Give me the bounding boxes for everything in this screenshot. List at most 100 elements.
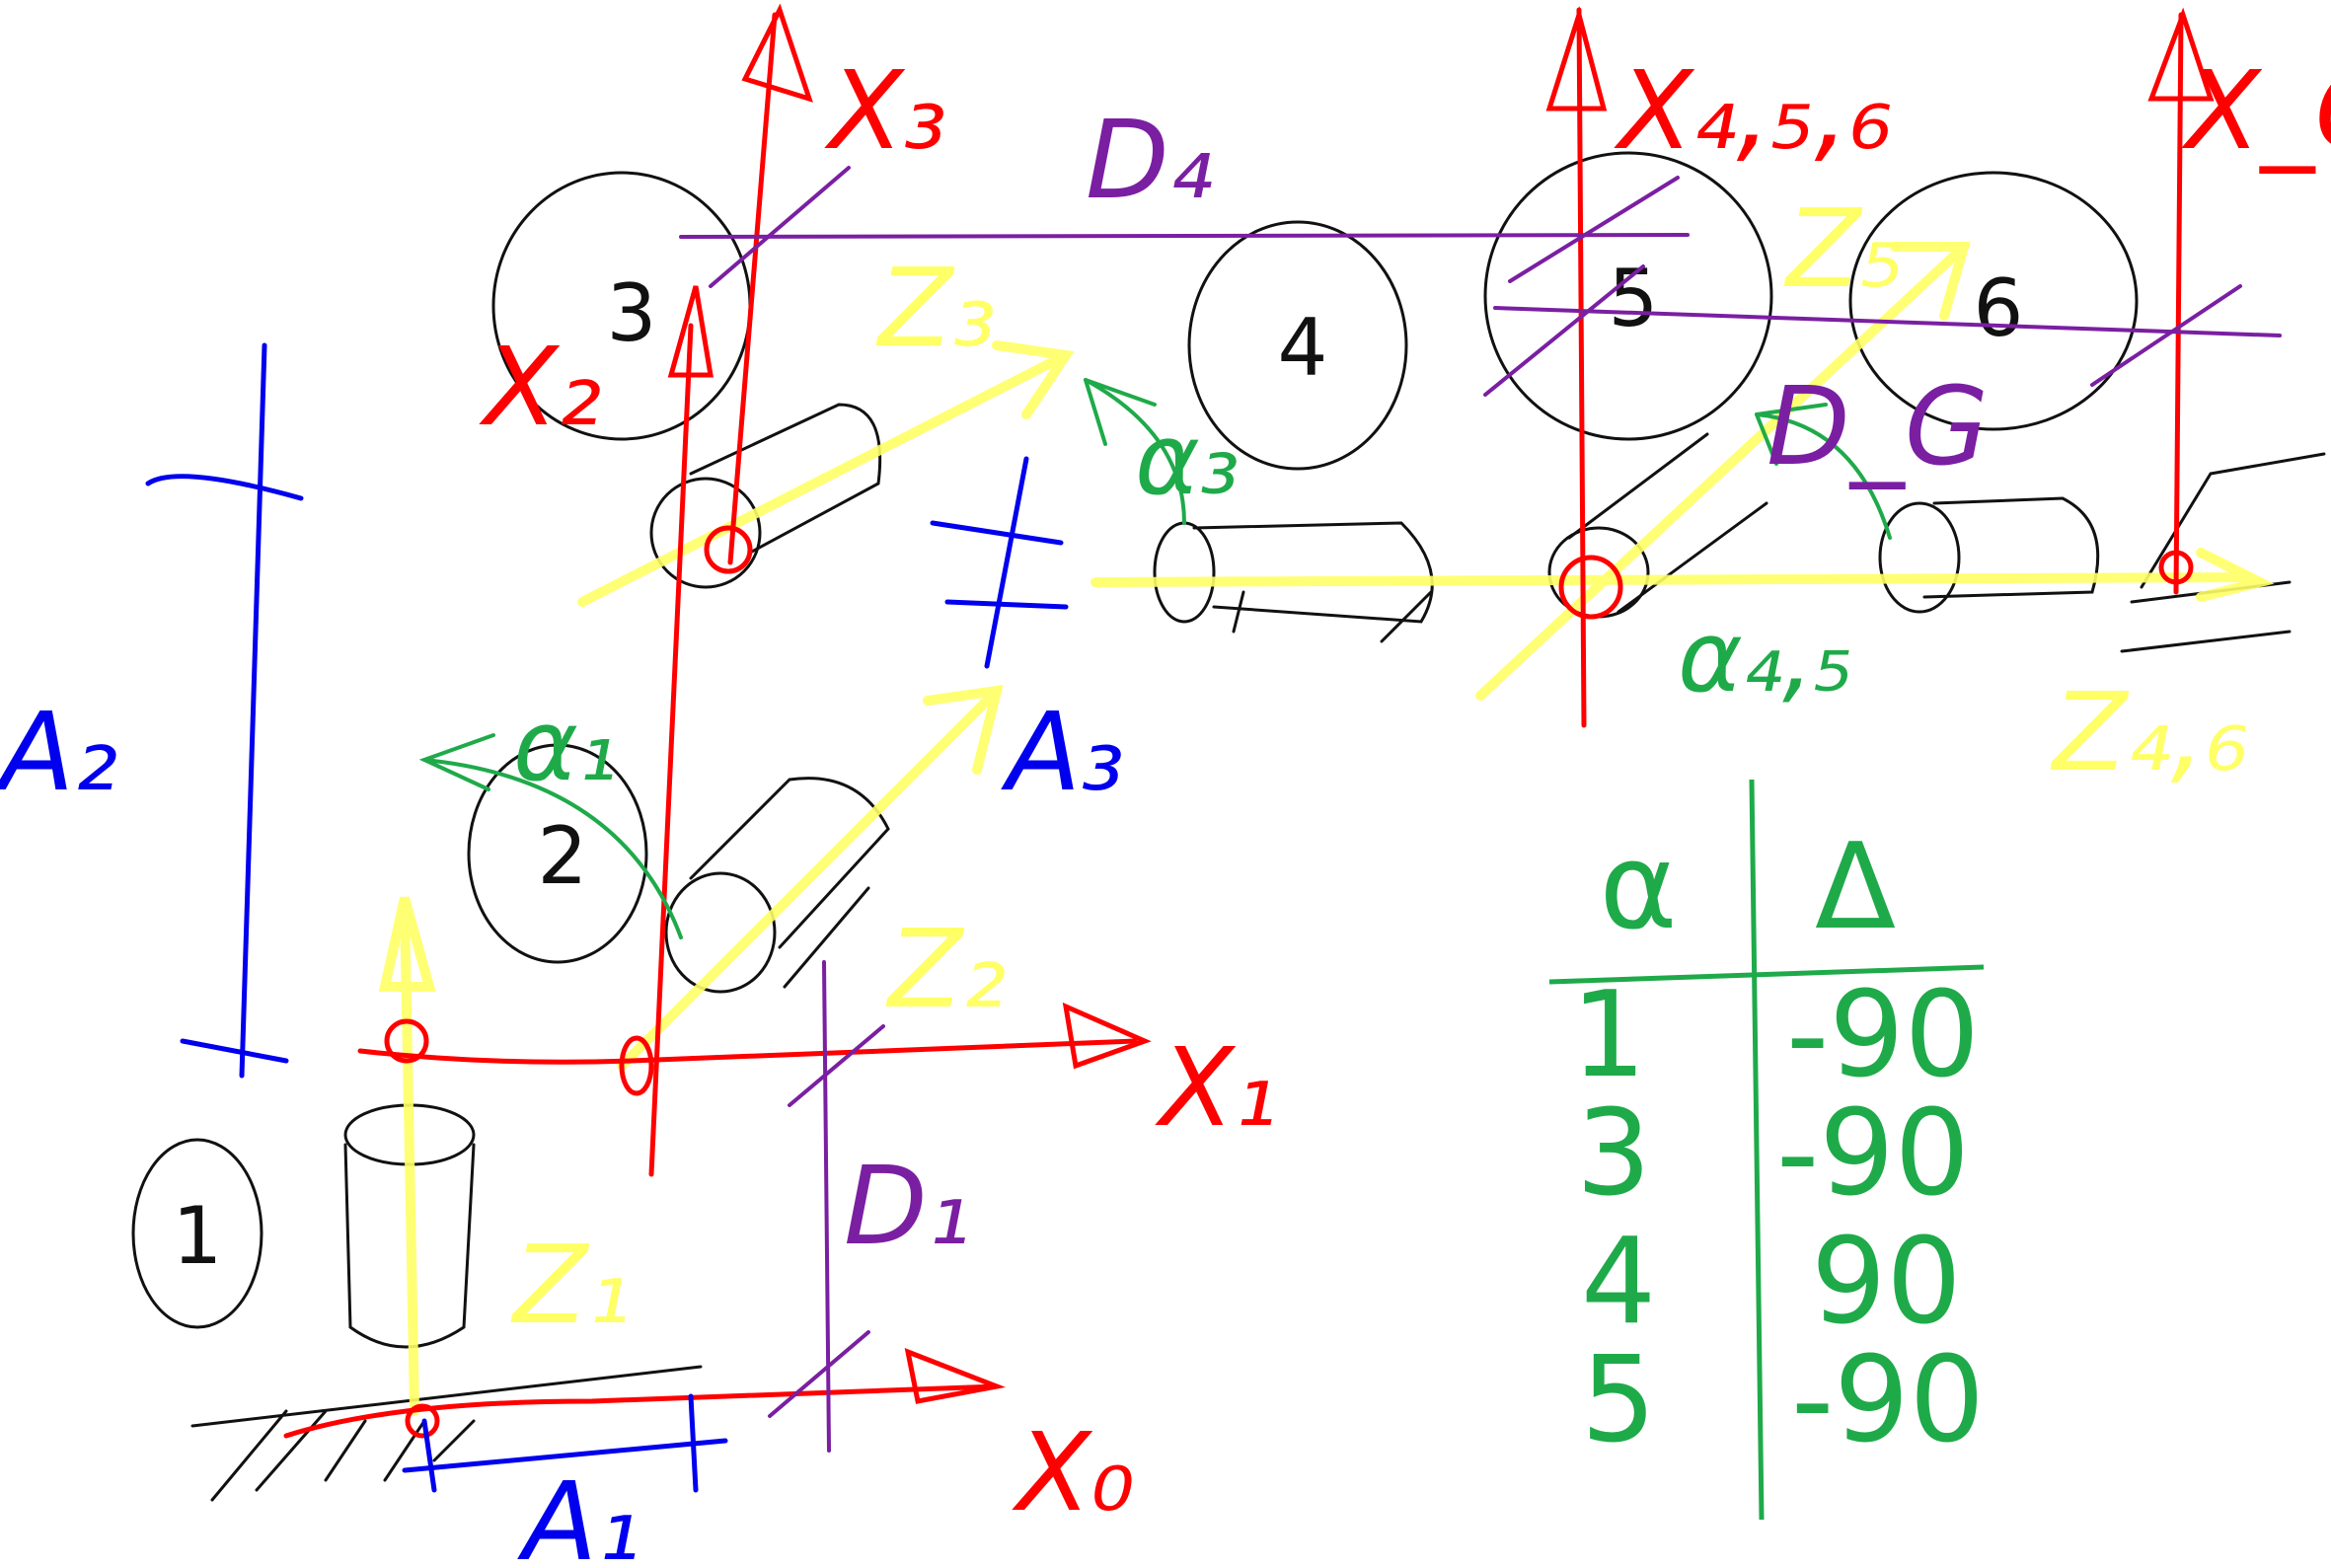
x456-axis <box>1576 7 1587 728</box>
a1-label: A₁ <box>517 1458 640 1568</box>
d1-tick-bottom <box>768 1330 870 1418</box>
gripper-cylinder-end <box>1878 501 1961 614</box>
a3-tick-top <box>930 520 1064 546</box>
a3-label: A₃ <box>1001 689 1124 815</box>
d1-label: D₁ <box>844 1143 971 1269</box>
x3-label: X₃ <box>824 47 946 174</box>
base-ground <box>190 1365 703 1502</box>
xg-arrowhead <box>2147 7 2215 102</box>
link4-cylinder-body <box>1192 521 1434 643</box>
table-row-1-delta: -90 <box>1786 967 1980 1104</box>
a3-line <box>984 456 1029 669</box>
alpha45-arc <box>1755 412 1892 540</box>
joint-1-circle <box>131 1138 263 1329</box>
d4-tick-right <box>1508 176 1680 283</box>
dg-label: D_G <box>1767 363 1989 489</box>
z2-axis <box>617 686 1002 1071</box>
z46-axis <box>1090 572 2255 587</box>
z5-label: Z₅ <box>1783 186 1904 312</box>
joint-4-number: 4 <box>1278 302 1328 394</box>
d-offsets <box>679 166 2282 1453</box>
base-cylinder-body <box>343 1143 476 1349</box>
a-offsets <box>145 342 1069 1493</box>
d1-tick-top <box>788 1024 885 1107</box>
z5-arrowhead <box>1890 242 1971 321</box>
x2-label: X₂ <box>479 324 601 450</box>
d4-tick-left <box>709 166 851 288</box>
joint-1-number: 1 <box>173 1190 223 1282</box>
x0-arrowhead <box>904 1348 1007 1404</box>
table-row-1-alpha: 1 <box>1571 967 1646 1104</box>
alpha3-label: α₃ <box>1135 402 1240 517</box>
x456-arrowhead <box>1545 6 1608 112</box>
origin-456 <box>1558 555 1623 620</box>
origin-3 <box>704 525 753 574</box>
alpha3-arc <box>1084 378 1186 525</box>
alpha3-arrowhead <box>1084 378 1157 446</box>
joint-5-number: 5 <box>1609 253 1659 344</box>
origin-g <box>2158 550 2194 585</box>
x0-axis <box>283 1383 1000 1439</box>
link3-cylinder-end <box>649 477 762 589</box>
z46-label: Z₄,₆ <box>2050 669 2249 795</box>
x1-arrowhead <box>1062 1002 1152 1070</box>
table-header-rule <box>1548 964 1985 985</box>
a2-line <box>239 342 267 1079</box>
frame-origins <box>384 525 2194 1439</box>
table-row-3-delta: 90 <box>1811 1214 1962 1351</box>
table-header-delta: Δ <box>1815 819 1896 956</box>
xg-axis <box>2173 12 2184 595</box>
z1-label: Z₁ <box>510 1222 631 1348</box>
link2-cylinder-body <box>689 777 890 989</box>
joint-6-number: 6 <box>1974 262 2024 354</box>
z1-arrowhead <box>378 896 436 992</box>
origin-2 <box>619 1035 654 1096</box>
table-row-3-alpha: 4 <box>1581 1214 1656 1351</box>
dh-table: α Δ 1 -90 3 -90 4 90 5 -90 <box>1548 779 1985 1521</box>
dg-tick-left <box>1483 264 1645 397</box>
z2-arrowhead <box>923 684 1004 775</box>
x1-axis <box>357 1038 1138 1065</box>
alpha1-arrowhead <box>418 733 495 791</box>
alpha45-arrowhead <box>1755 403 1828 466</box>
d4-line <box>679 233 1690 239</box>
joint-2-number: 2 <box>538 810 588 902</box>
alpha-arcs <box>418 378 1892 939</box>
table-row-4-alpha: 5 <box>1581 1332 1656 1469</box>
z3-label: Z₃ <box>875 245 996 371</box>
joint-5-circle <box>1483 151 1773 441</box>
table-vertical-rule <box>1749 779 1765 1521</box>
joint-2-circle <box>467 743 648 964</box>
link4-cylinder-end <box>1153 521 1216 624</box>
dg-line <box>1493 306 2282 337</box>
a1-tick-left <box>421 1418 437 1493</box>
table-row-2-alpha: 3 <box>1576 1085 1651 1223</box>
d4-label: D₄ <box>1086 97 1213 223</box>
z3-arrowhead <box>992 340 1075 419</box>
joint-4-circle <box>1187 220 1408 471</box>
link2-cylinder-end <box>664 871 777 994</box>
a1-line <box>402 1438 728 1473</box>
joint-3-number: 3 <box>607 267 657 359</box>
gripper-fingers <box>2120 452 2326 653</box>
dg-tick-right <box>2090 284 2242 387</box>
gripper-cylinder-body <box>1922 496 2100 599</box>
xg-label: X_G <box>2181 47 2331 174</box>
origin-0 <box>405 1403 440 1439</box>
x2-axis <box>648 323 694 1177</box>
alpha1-arc <box>422 758 683 939</box>
alpha45-label: α₄,₅ <box>1678 599 1853 714</box>
d1-line <box>822 960 831 1453</box>
z3-axis <box>577 350 1071 607</box>
link5-cylinder-body <box>1567 432 1768 614</box>
a1-tick-right <box>688 1393 699 1493</box>
link3-cylinder-body <box>689 403 882 555</box>
x3-axis <box>727 12 778 565</box>
a2-tick-bottom <box>180 1038 289 1064</box>
z-axes <box>378 242 2275 1416</box>
joint-6-circle <box>1848 171 2139 431</box>
x3-arrowhead <box>741 3 813 103</box>
x2-arrowhead <box>667 285 714 378</box>
x-axes <box>283 3 2215 1439</box>
